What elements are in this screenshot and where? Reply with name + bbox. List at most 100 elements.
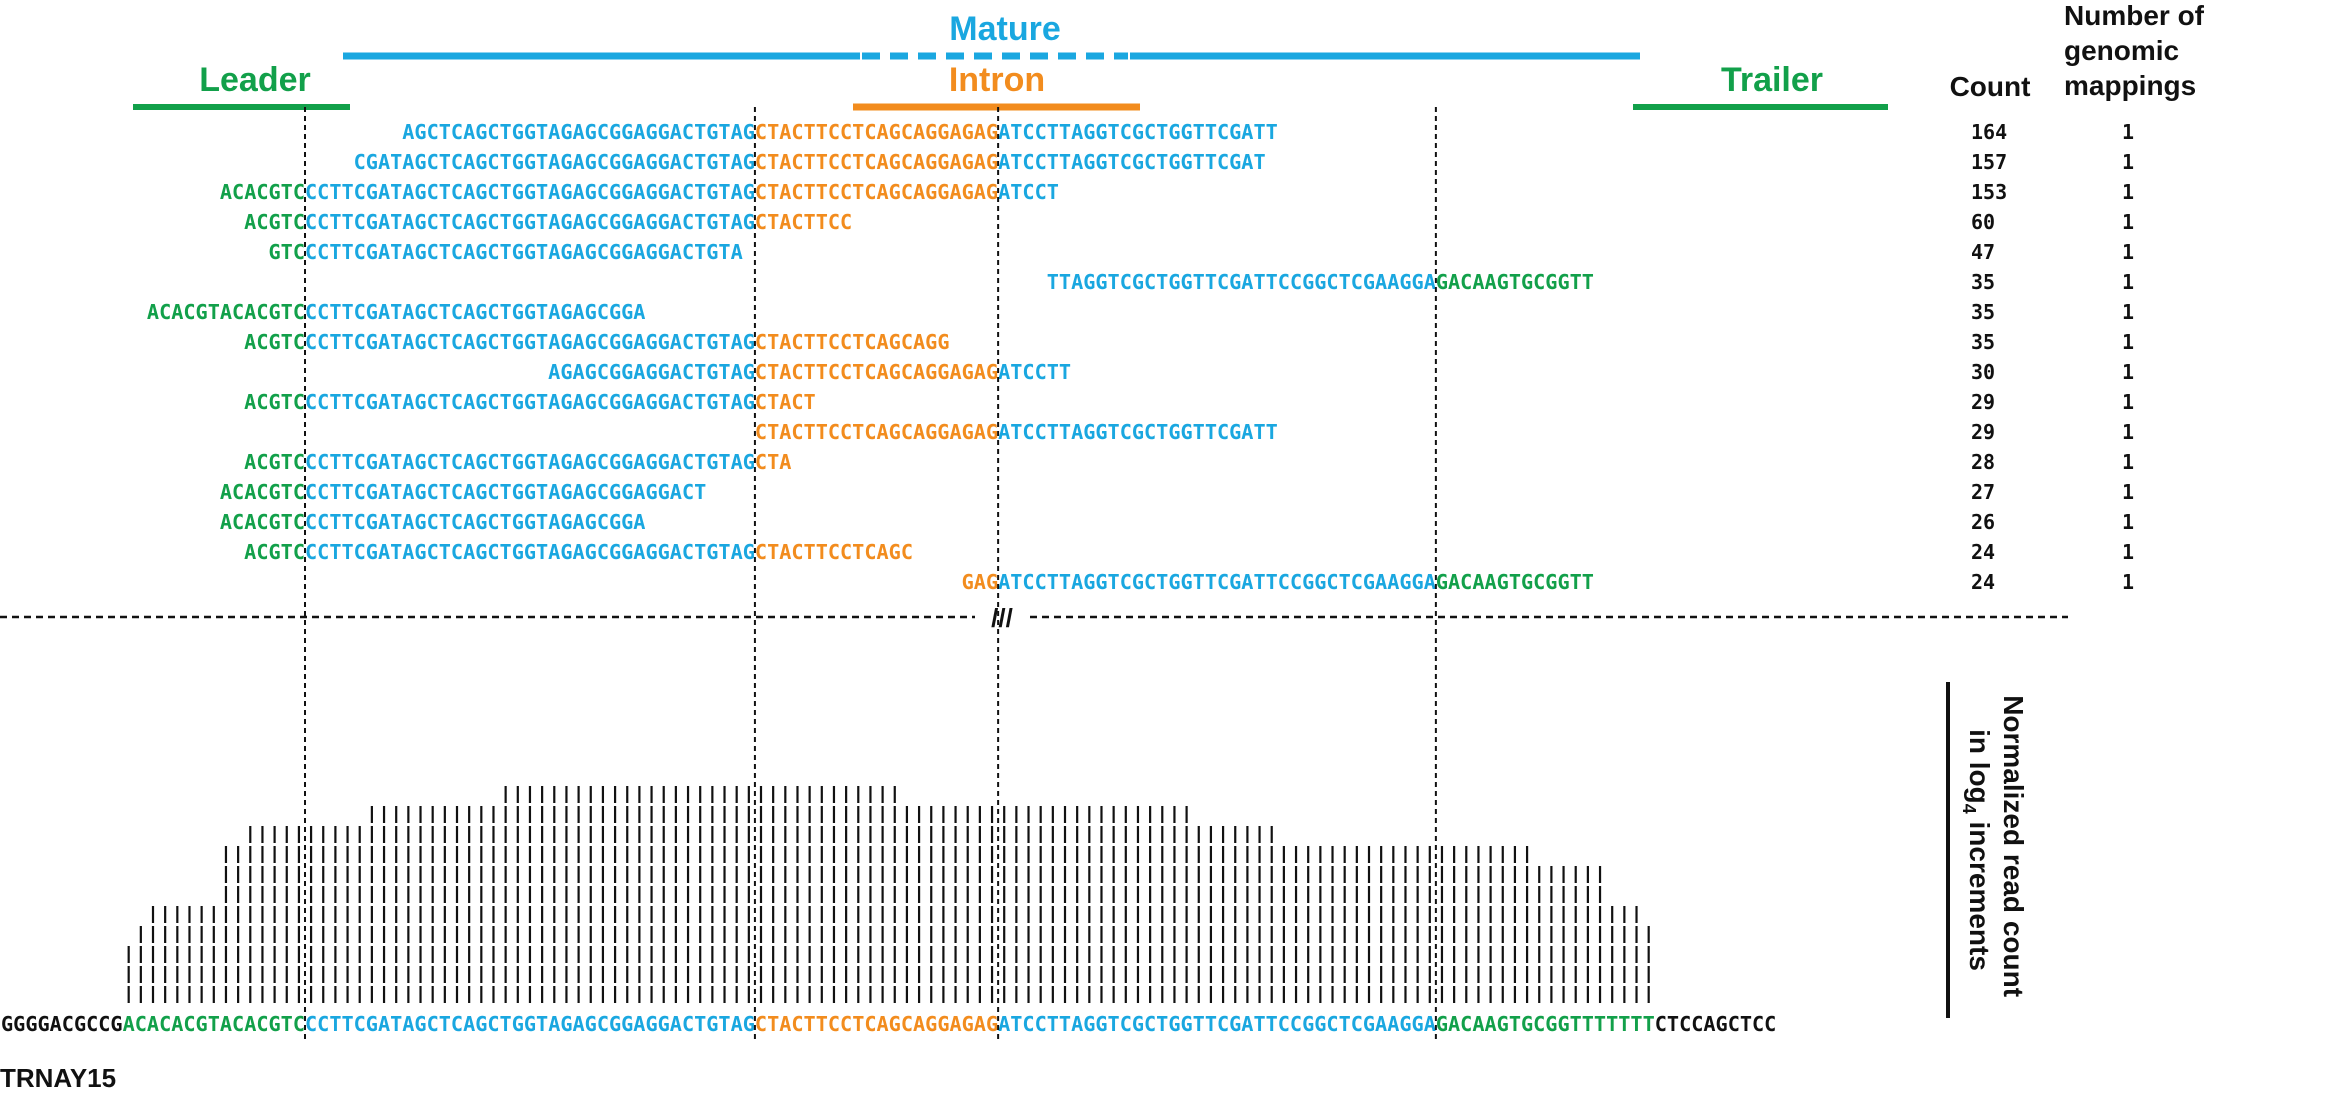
read-mature3: ATCCTTAGGTCGCTGGTTCGAT [998, 150, 1266, 174]
read-sequence: ACGTCCCTTCGATAGCTCAGCTGGTAGAGCGGAGGACTGT… [244, 450, 791, 474]
read-sequence: ACGTCCCTTCGATAGCTCAGCTGGTAGAGCGGAGGACTGT… [244, 540, 913, 564]
read-mappings: 1 [2122, 390, 2134, 414]
region-boundary-guides [304, 107, 1437, 1040]
trailer-label: Trailer [1721, 61, 1823, 99]
read-count: 35 [1971, 330, 1995, 354]
read-intron: CTACTTCCTCAGCAGGAGAG [755, 120, 998, 144]
read-mature5: AGAGCGGAGGACTGTAG [548, 360, 755, 384]
reference-flank5: GGGGACGCCG [1, 1012, 123, 1036]
intron-label: Intron [949, 61, 1045, 99]
read-mappings: 1 [2122, 420, 2134, 444]
reference-intron: CTACTTCCTCAGCAGGAGAG [755, 1012, 998, 1036]
read-leader: ACGTC [244, 330, 305, 354]
coverage-histogram [127, 786, 1650, 1003]
read-leader: ACGTC [244, 210, 305, 234]
read-mature5: CCTTCGATAGCTCAGCTGGTAGAGCGGAGGACTGTAG [305, 450, 755, 474]
mappings-header: Number of genomic mappings [2064, 0, 2212, 101]
read-mature3: ATCCTT [998, 360, 1071, 384]
read-leader: ACACGTC [220, 510, 305, 534]
read-intron: CTA [755, 450, 791, 474]
read-count: 153 [1971, 180, 2007, 204]
read-sequence: ACACGTCCCTTCGATAGCTCAGCTGGTAGAGCGGAGGACT… [220, 180, 1059, 204]
read-sequence: ACACGTACACGTCCCTTCGATAGCTCAGCTGGTAGAGCGG… [147, 300, 646, 324]
mappings-header-line-3: mappings [2064, 70, 2196, 101]
region-brackets [133, 52, 1888, 111]
reference-leader: ACACACGTACACGTC [123, 1012, 305, 1036]
reference-flank3: CTCCAGCTCC [1655, 1012, 1777, 1036]
read-trailer: GACAAGTGCGGTT [1436, 570, 1594, 594]
read-mappings: 1 [2122, 210, 2134, 234]
read-mature5: CCTTCGATAGCTCAGCTGGTAGAGCGGAGGACTGTA [305, 240, 743, 264]
break-mark: /// [991, 603, 1013, 633]
read-mature5: CCTTCGATAGCTCAGCTGGTAGAGCGGAGGACTGTAG [305, 540, 755, 564]
read-mappings: 1 [2122, 300, 2134, 324]
read-mature5: AGCTCAGCTGGTAGAGCGGAGGACTGTAG [402, 120, 755, 144]
axis-title-line-1: Normalized read count [1998, 695, 2029, 997]
read-count: 30 [1971, 360, 1995, 384]
read-mature5: CCTTCGATAGCTCAGCTGGTAGAGCGGAGGACT [305, 480, 706, 504]
read-mature5: CCTTCGATAGCTCAGCTGGTAGAGCGGA [305, 510, 645, 534]
read-mature3: ATCCT [998, 180, 1059, 204]
read-intron: CTACTTCCTCAGCAGGAGAG [755, 420, 998, 444]
read-count: 27 [1971, 480, 1995, 504]
read-count: 29 [1971, 390, 1995, 414]
read-intron: CTACTTCCTCAGCAGGAGAG [755, 180, 998, 204]
read-sequence: ACGTCCCTTCGATAGCTCAGCTGGTAGAGCGGAGGACTGT… [244, 330, 949, 354]
read-mature5: CCTTCGATAGCTCAGCTGGTAGAGCGGAGGACTGTAG [305, 390, 755, 414]
axis-title-line-2: in log4 increments [1959, 729, 1995, 971]
read-leader: ACACGTACACGTC [147, 300, 305, 324]
reference-mature5: CCTTCGATAGCTCAGCTGGTAGAGCGGAGGACTGTAG [305, 1012, 755, 1036]
read-count: 26 [1971, 510, 1995, 534]
read-mappings: 1 [2122, 240, 2134, 264]
read-sequence: ACGTCCCTTCGATAGCTCAGCTGGTAGAGCGGAGGACTGT… [244, 210, 852, 234]
read-trailer: GACAAGTGCGGTT [1436, 270, 1594, 294]
read-mappings: 1 [2122, 120, 2134, 144]
read-intron: CTACTTCCTCAGC [755, 540, 913, 564]
read-mappings: 1 [2122, 150, 2134, 174]
read-leader: ACGTC [244, 390, 305, 414]
read-count: 35 [1971, 270, 1995, 294]
mature-label: Mature [949, 10, 1060, 48]
read-leader: ACACGTC [220, 480, 305, 504]
axis-title-increments-text: increments [1964, 814, 1995, 971]
read-mature3: ATCCTTAGGTCGCTGGTTCGATTCCGGCTCGAAGGA [998, 570, 1436, 594]
axis-title-log-base: 4 [1959, 804, 1979, 814]
read-mature5: CGATAGCTCAGCTGGTAGAGCGGAGGACTGTAG [354, 150, 755, 174]
reference-mature3: ATCCTTAGGTCGCTGGTTCGATTCCGGCTCGAAGGA [998, 1012, 1436, 1036]
read-count: 60 [1971, 210, 1995, 234]
read-intron: CTACTTCC [755, 210, 852, 234]
read-count-axis-title: Normalized read count in log4 increments [1959, 695, 2029, 1005]
read-mappings: 1 [2122, 450, 2134, 474]
mappings-header-line-2: genomic [2064, 35, 2179, 66]
read-mature3: ATCCTTAGGTCGCTGGTTCGATT [998, 420, 1278, 444]
reference-trailer: GACAAGTGCGGTTTTTTT [1436, 1012, 1655, 1036]
read-mappings: 1 [2122, 330, 2134, 354]
read-sequence: ACACGTCCCTTCGATAGCTCAGCTGGTAGAGCGGA [220, 510, 646, 534]
read-mature3: TTAGGTCGCTGGTTCGATTCCGGCTCGAAGGA [1047, 270, 1436, 294]
count-header: Count [1950, 71, 2031, 102]
read-count: 24 [1971, 570, 1995, 594]
mappings-header-line-1: Number of [2064, 0, 2205, 31]
read-count: 35 [1971, 300, 1995, 324]
reference-sequence: GGGGACGCCGACACACGTACACGTCCCTTCGATAGCTCAG… [1, 1012, 1776, 1036]
read-leader: ACACGTC [220, 180, 305, 204]
read-intron: CTACTTCCTCAGCAGG [755, 330, 950, 354]
read-intron: CTACTTCCTCAGCAGGAGAG [755, 150, 998, 174]
read-mappings: 1 [2122, 480, 2134, 504]
read-leader: ACGTC [244, 540, 305, 564]
read-count: 24 [1971, 540, 1995, 564]
read-count: 29 [1971, 420, 1995, 444]
read-intron: CTACT [755, 390, 816, 414]
read-sequence: ACGTCCCTTCGATAGCTCAGCTGGTAGAGCGGAGGACTGT… [244, 390, 816, 414]
read-leader: GTC [269, 240, 305, 264]
read-mappings: 1 [2122, 570, 2134, 594]
read-sequence: ACACGTCCCTTCGATAGCTCAGCTGGTAGAGCGGAGGACT [220, 480, 706, 504]
read-leader: ACGTC [244, 450, 305, 474]
